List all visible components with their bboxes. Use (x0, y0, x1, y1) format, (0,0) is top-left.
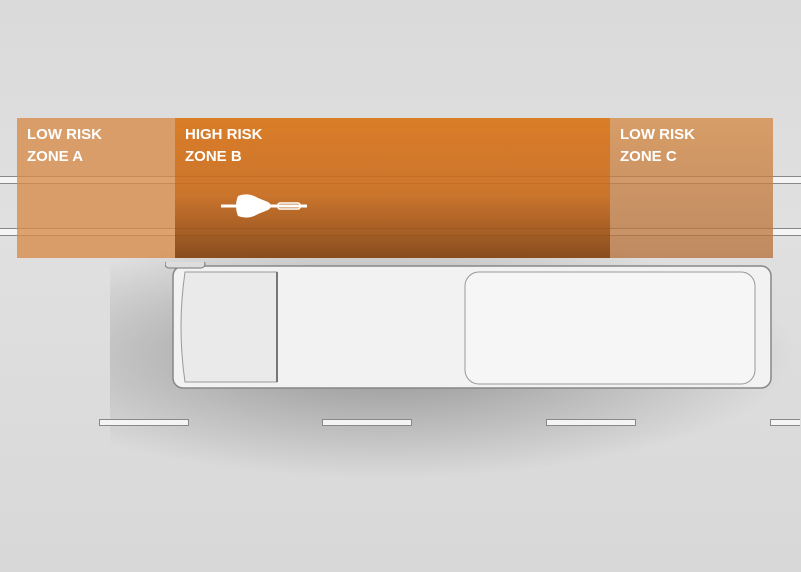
zone-label-line2: ZONE B (185, 148, 242, 165)
lane-dash (322, 419, 412, 426)
zone-label-line1: LOW RISK (620, 126, 695, 143)
zone-label-line1: HIGH RISK (185, 126, 263, 143)
zone-label-line2: ZONE A (27, 148, 84, 165)
bus (165, 262, 772, 389)
cyclist-icon (221, 194, 307, 218)
lane-dash (546, 419, 636, 426)
high-risk-zone-b: HIGH RISK ZONE B (175, 118, 610, 258)
low-risk-zone-c: LOW RISK ZONE C (610, 118, 773, 258)
zone-label-line2: ZONE C (620, 148, 677, 165)
zone-label-line1: LOW RISK (27, 126, 102, 143)
low-risk-zone-a: LOW RISK ZONE A (17, 118, 175, 258)
lane-dash (770, 419, 800, 426)
lane-dash (99, 419, 189, 426)
